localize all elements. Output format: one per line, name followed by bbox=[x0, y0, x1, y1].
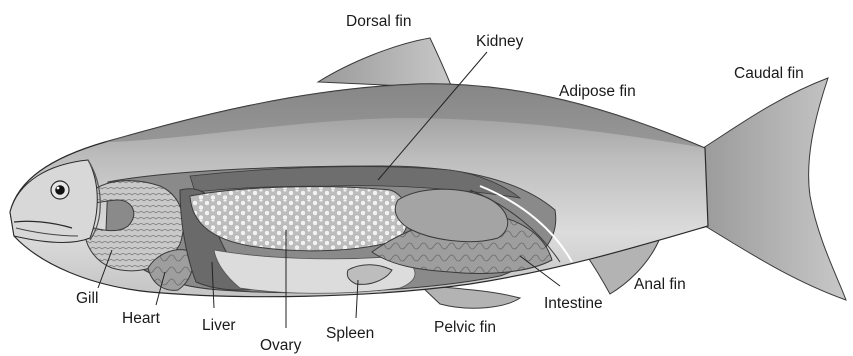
label-dorsal-fin: Dorsal fin bbox=[346, 13, 411, 30]
label-pelvic-fin: Pelvic fin bbox=[434, 319, 496, 336]
dorsal-fin-shape bbox=[318, 38, 452, 88]
label-caudal-fin: Caudal fin bbox=[734, 65, 804, 82]
label-adipose-fin: Adipose fin bbox=[559, 83, 636, 100]
label-heart: Heart bbox=[122, 310, 161, 327]
label-intestine: Intestine bbox=[544, 295, 603, 312]
label-anal-fin: Anal fin bbox=[634, 276, 686, 293]
caudal-fin-shape bbox=[700, 78, 846, 300]
label-ovary: Ovary bbox=[260, 337, 302, 354]
label-liver: Liver bbox=[202, 317, 236, 334]
label-kidney: Kidney bbox=[476, 33, 524, 50]
label-gill: Gill bbox=[76, 290, 98, 307]
label-spleen: Spleen bbox=[326, 325, 374, 342]
